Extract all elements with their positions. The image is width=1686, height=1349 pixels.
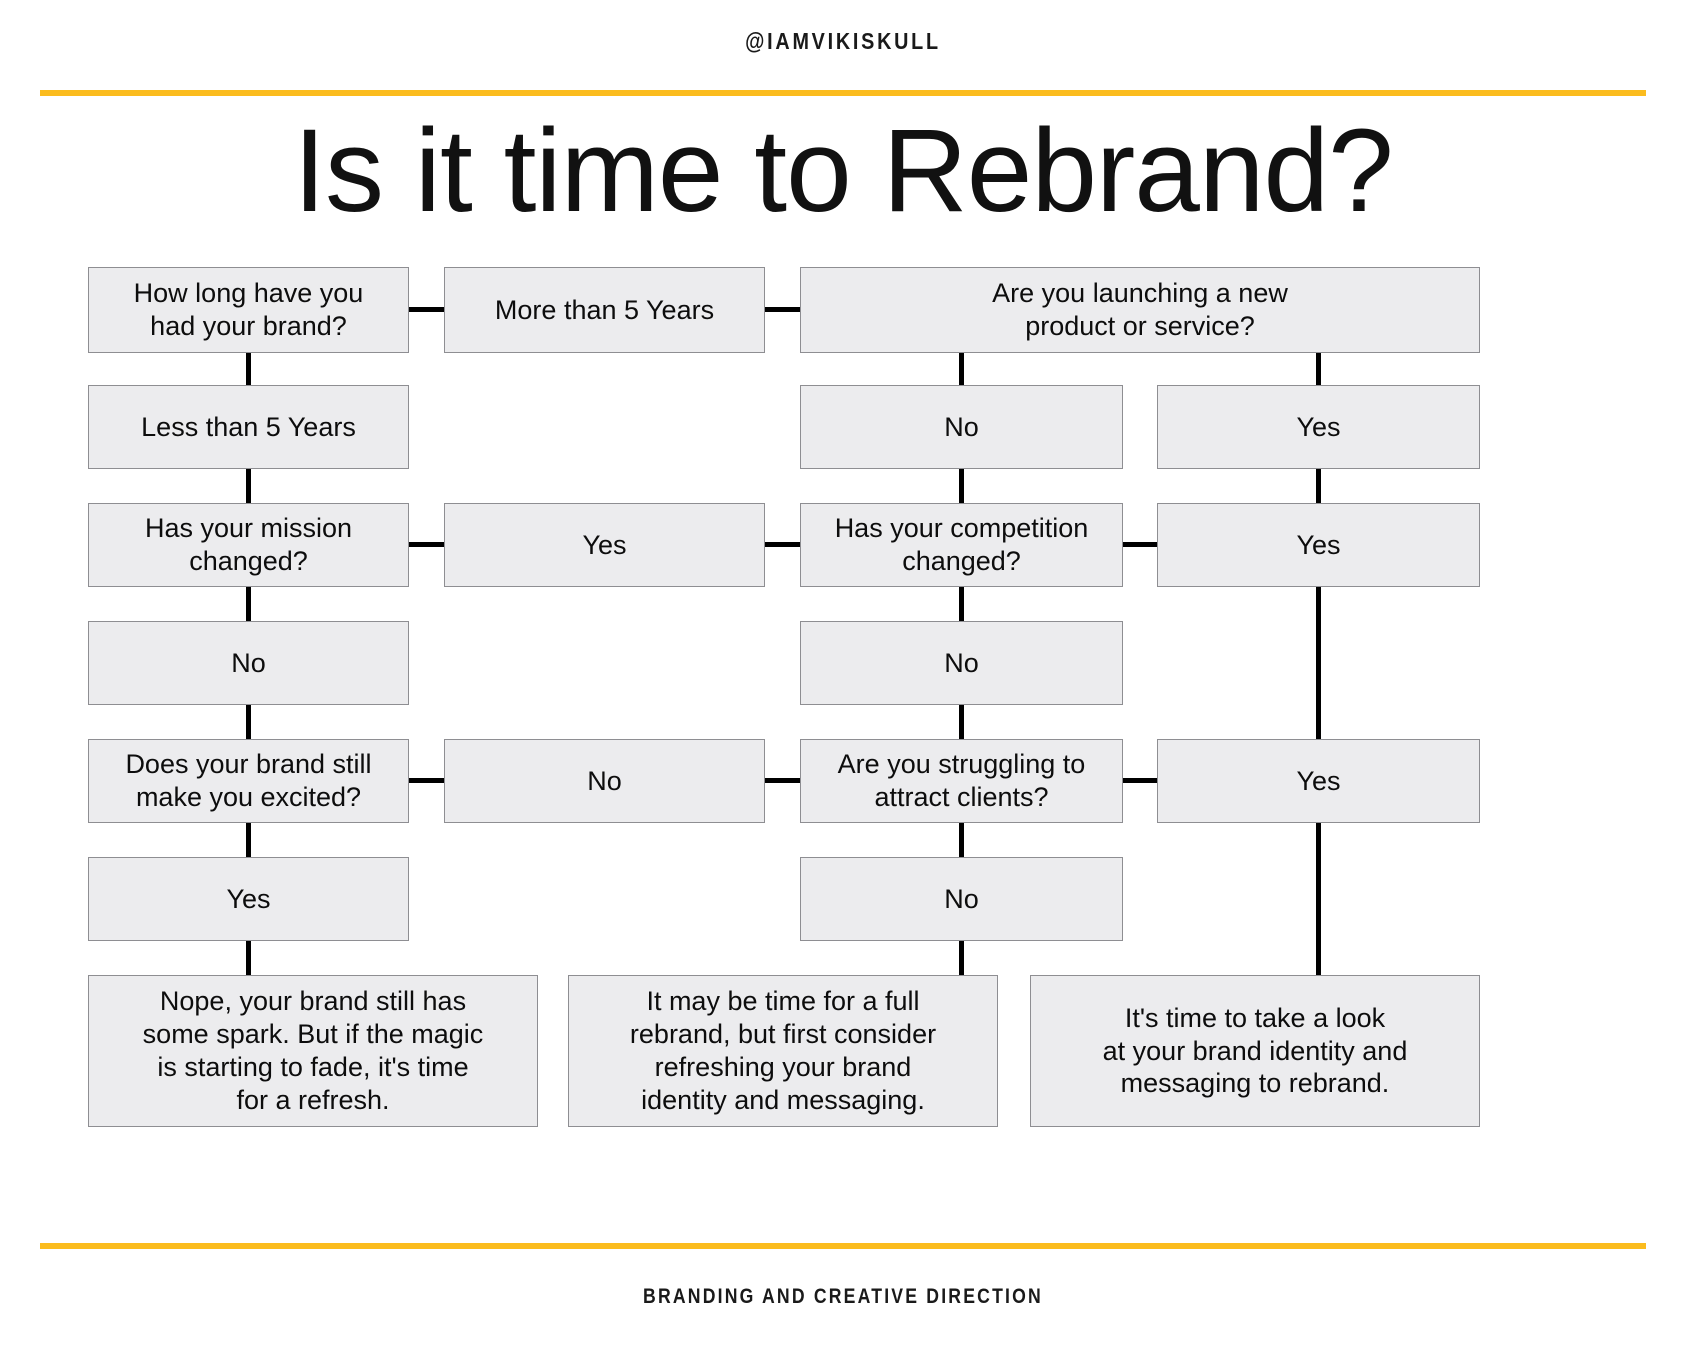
node-label: Yes — [1296, 529, 1341, 560]
node-label: Less than 5 Years — [141, 411, 356, 442]
connector-v-c4 — [959, 703, 964, 741]
connector-v-d1 — [1316, 350, 1321, 388]
connector-h-mission-yes — [405, 542, 448, 547]
node-label: No — [944, 411, 979, 442]
top-accent-rule — [40, 90, 1646, 96]
node-a-less-5[interactable]: Less than 5 Years — [88, 385, 409, 469]
footer-tagline: BRANDING AND CREATIVE DIRECTION — [643, 1285, 1043, 1308]
node-label: More than 5 Years — [494, 294, 715, 325]
connector-v-a5 — [246, 821, 251, 859]
connector-h-yes-competition — [761, 542, 804, 547]
node-a-more-5[interactable]: More than 5 Years — [444, 267, 765, 353]
connector-v-d3 — [1316, 585, 1321, 741]
node-a-newprod-no[interactable]: No — [800, 385, 1123, 469]
node-a-attract-yes[interactable]: Yes — [1157, 739, 1480, 823]
connector-h-brandage-more5 — [405, 307, 448, 312]
connector-v-a6 — [246, 939, 251, 977]
connector-v-c5 — [959, 821, 964, 859]
connector-v-a3 — [246, 585, 251, 623]
connector-v-a2 — [246, 467, 251, 505]
connector-v-c3 — [959, 585, 964, 623]
connector-v-d2 — [1316, 467, 1321, 505]
node-a-mission-yes[interactable]: Yes — [444, 503, 765, 587]
node-label: Yes — [226, 883, 271, 914]
node-a-excited-no[interactable]: No — [444, 739, 765, 823]
page-title: Is it time to Rebrand? — [293, 105, 1394, 237]
node-label: No — [587, 765, 622, 796]
node-a-comp-no[interactable]: No — [800, 621, 1123, 705]
connector-v-c1 — [959, 350, 964, 388]
node-label: Yes — [1296, 765, 1341, 796]
connector-h-no-attract — [761, 778, 804, 783]
node-a-excited-yes[interactable]: Yes — [88, 857, 409, 941]
node-label: No — [231, 647, 266, 678]
node-a-newprod-yes[interactable]: Yes — [1157, 385, 1480, 469]
connector-v-d4 — [1316, 821, 1321, 977]
connector-v-c6 — [959, 939, 964, 977]
bottom-accent-rule — [40, 1243, 1646, 1249]
connector-h-competition-yes — [1119, 542, 1161, 547]
connector-h-excited-no — [405, 778, 448, 783]
connector-v-a4 — [246, 703, 251, 741]
node-label: Yes — [582, 529, 627, 560]
node-a-mission-no[interactable]: No — [88, 621, 409, 705]
connector-h-more5-newproduct — [761, 307, 804, 312]
connector-v-a1 — [246, 350, 251, 388]
node-label: No — [944, 647, 979, 678]
node-a-comp-yes[interactable]: Yes — [1157, 503, 1480, 587]
node-label: No — [944, 883, 979, 914]
connector-v-c2 — [959, 467, 964, 505]
author-handle: @IAMVIKISKULL — [745, 28, 941, 54]
connector-h-attract-yes — [1119, 778, 1161, 783]
node-a-attract-no[interactable]: No — [800, 857, 1123, 941]
node-label: Yes — [1296, 411, 1341, 442]
